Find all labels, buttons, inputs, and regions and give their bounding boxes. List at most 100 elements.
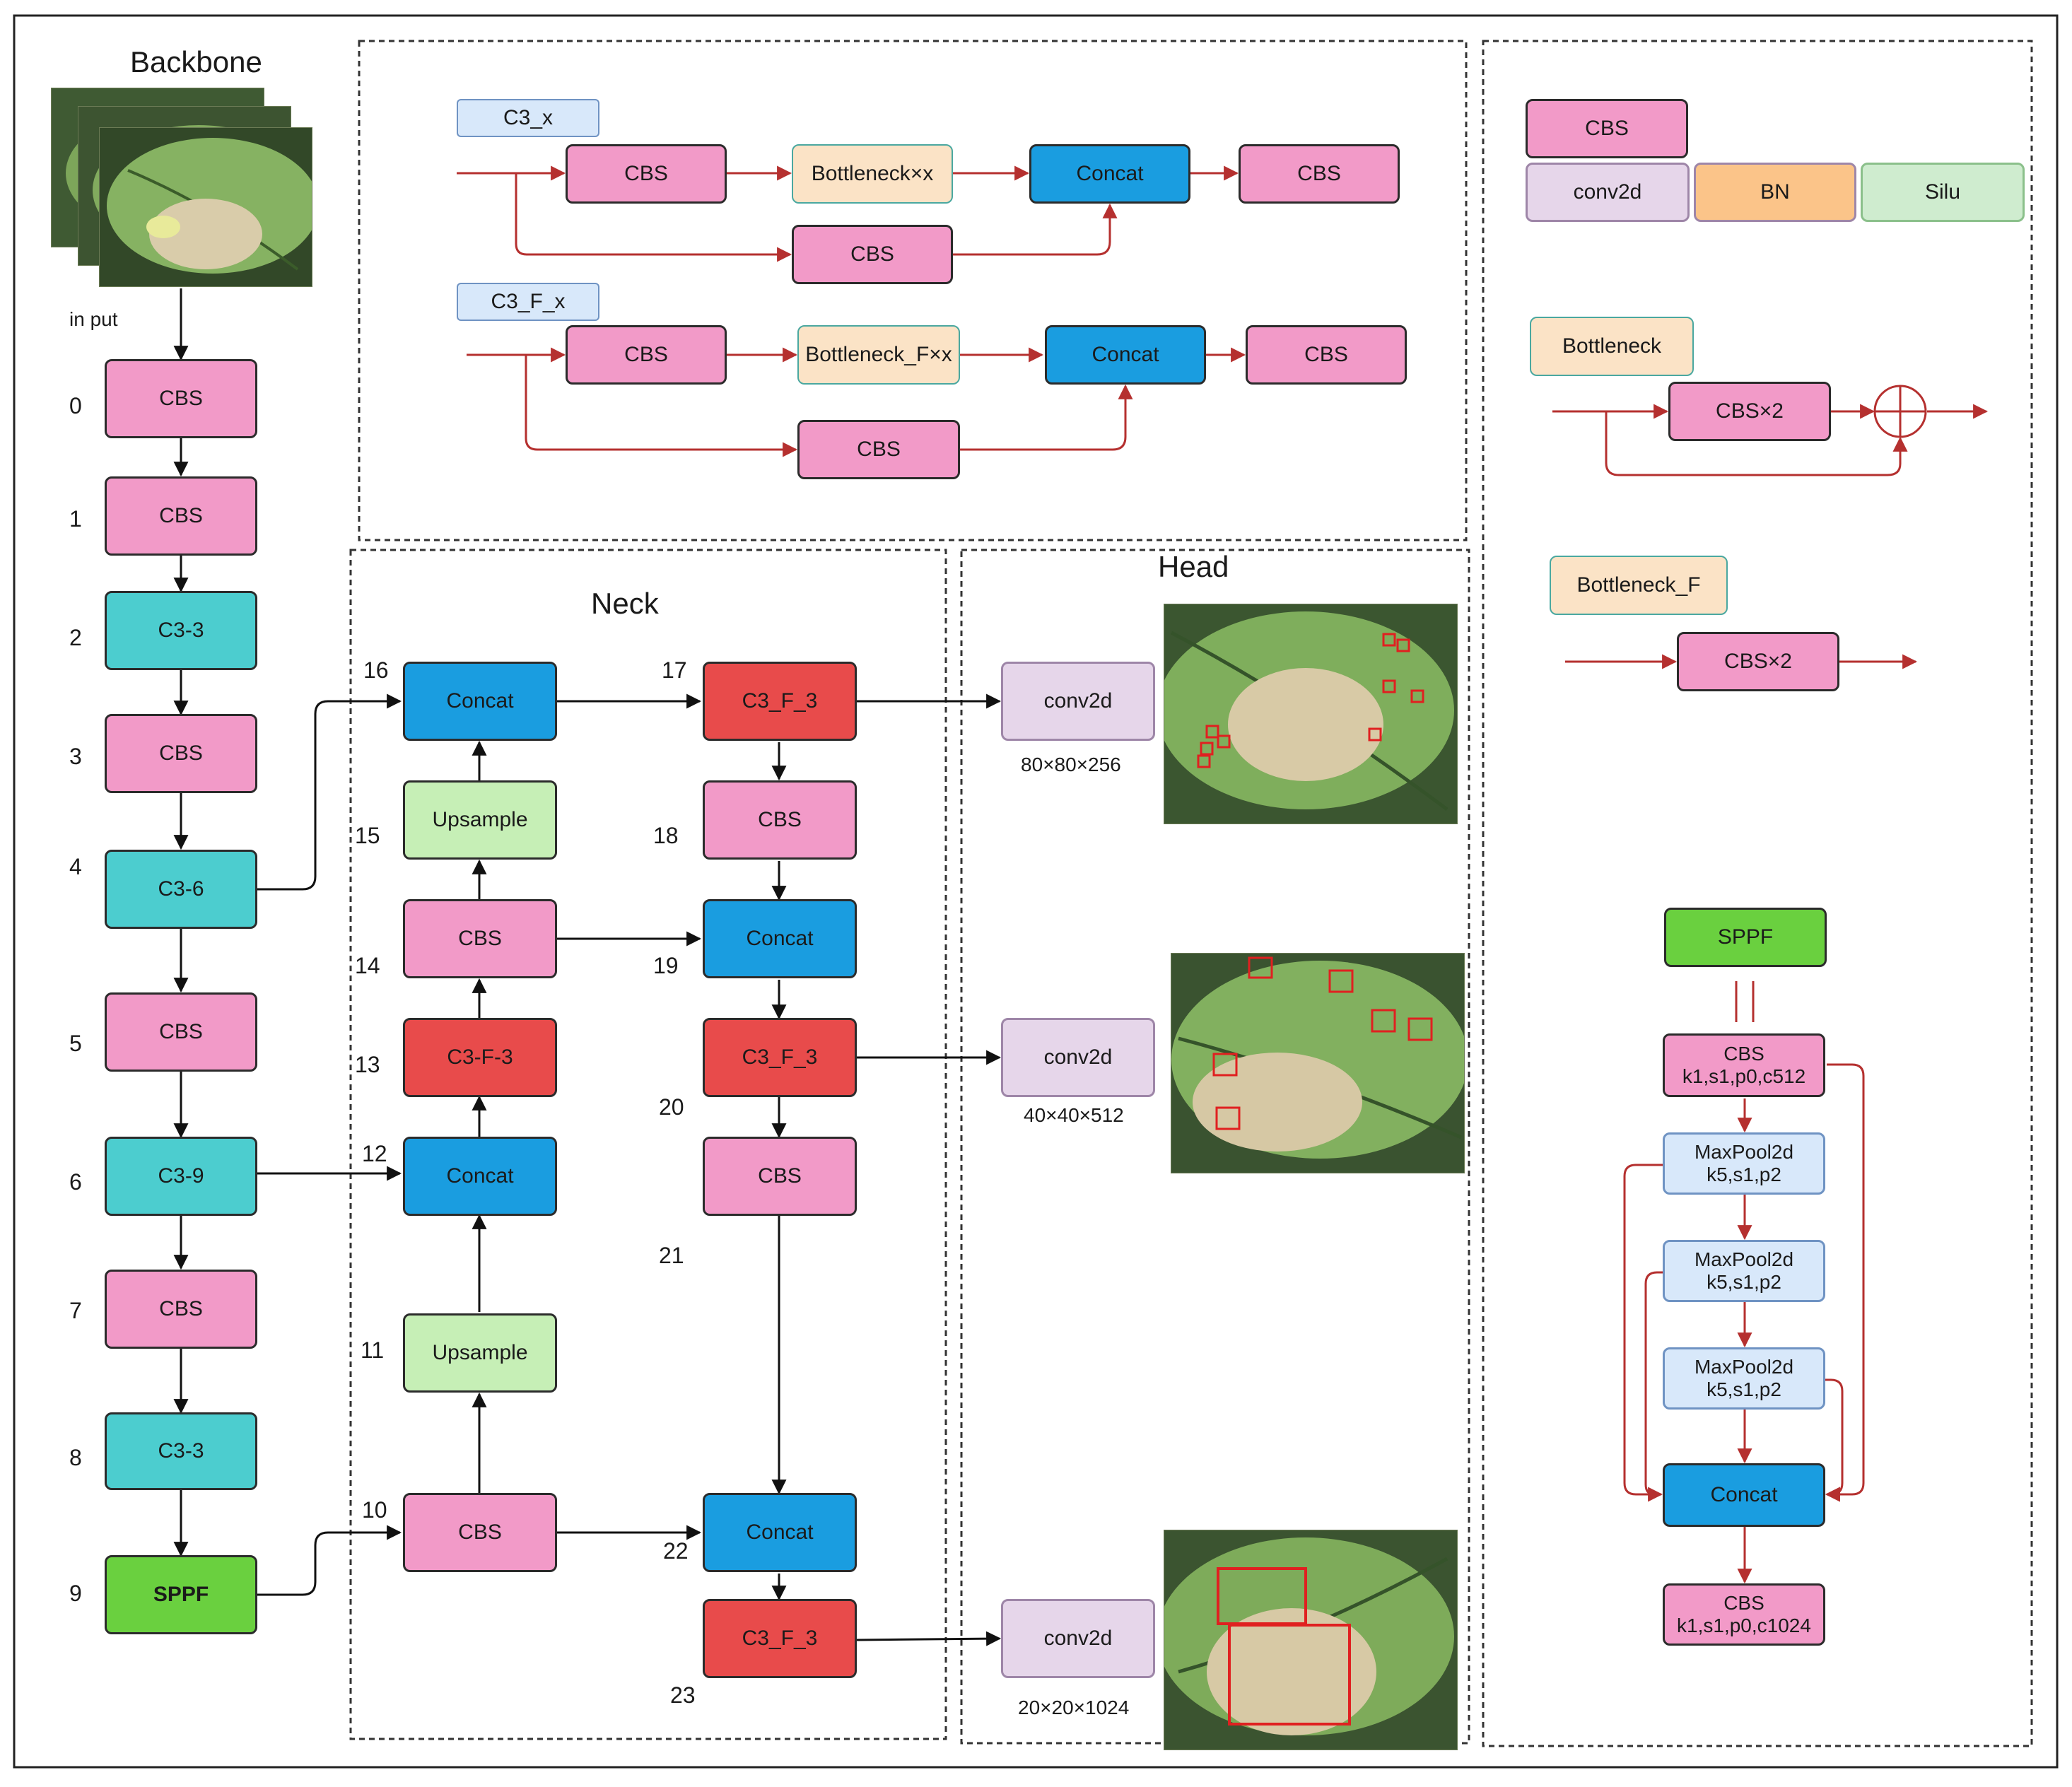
c3x-cbs-out: CBS bbox=[1239, 144, 1400, 204]
c3fx-concat: Concat bbox=[1045, 325, 1206, 385]
head-conv2d-1: conv2d bbox=[1001, 662, 1155, 741]
neck-index-22: 22 bbox=[663, 1538, 689, 1564]
backbone-index-2: 2 bbox=[69, 625, 82, 650]
backbone-index-6: 6 bbox=[69, 1169, 82, 1195]
backbone-neck-links bbox=[257, 693, 402, 1596]
sppf-title-block: SPPF bbox=[1664, 908, 1827, 967]
bottleneck-arrows bbox=[1552, 404, 1989, 669]
c3-panel-frame bbox=[358, 40, 1468, 541]
c3x-concat: Concat bbox=[1029, 144, 1190, 204]
neck-index-13: 13 bbox=[355, 1052, 380, 1077]
sppf-maxpool-3: MaxPool2d k5,s1,p2 bbox=[1663, 1347, 1825, 1410]
c3x-tag: C3_x bbox=[457, 99, 599, 137]
neck-block-18: CBS bbox=[703, 780, 857, 860]
neck-block-11: Upsample bbox=[403, 1313, 557, 1393]
backbone-index-4: 4 bbox=[69, 854, 82, 879]
head-title: Head bbox=[1158, 550, 1229, 583]
legend-bottleneck-f-cbs: CBS×2 bbox=[1677, 632, 1839, 691]
head-size-3: 20×20×1024 bbox=[1018, 1697, 1130, 1718]
backbone-block-1: CBS bbox=[105, 476, 257, 556]
backbone-block-9: SPPF bbox=[105, 1555, 257, 1634]
neck-panel-frame bbox=[349, 549, 947, 1740]
outer-frame bbox=[13, 14, 2059, 1769]
neck-index-20: 20 bbox=[659, 1094, 684, 1120]
neck-index-19: 19 bbox=[653, 953, 679, 978]
head-size-2: 40×40×512 bbox=[1024, 1104, 1124, 1126]
neck-index-23: 23 bbox=[670, 1682, 696, 1708]
neck-block-21: CBS bbox=[703, 1137, 857, 1216]
sppf-maxpool-1: MaxPool2d k5,s1,p2 bbox=[1663, 1132, 1825, 1195]
head-size-1: 80×80×256 bbox=[1021, 754, 1121, 775]
backbone-title: Backbone bbox=[130, 45, 262, 78]
neck-index-15: 15 bbox=[355, 823, 380, 848]
legend-conv2d: conv2d bbox=[1526, 163, 1690, 222]
backbone-block-0: CBS bbox=[105, 359, 257, 438]
backbone-block-8: C3-3 bbox=[105, 1412, 257, 1490]
head-conv2d-2: conv2d bbox=[1001, 1018, 1155, 1097]
c3fx-tag: C3_F_x bbox=[457, 283, 599, 321]
neck-block-22: Concat bbox=[703, 1493, 857, 1572]
neck-block-12: Concat bbox=[403, 1137, 557, 1216]
neck-block-20: C3_F_3 bbox=[703, 1018, 857, 1097]
detection-image-small bbox=[1164, 1530, 1458, 1750]
c3x-cbs-in: CBS bbox=[566, 144, 727, 204]
neck-index-14: 14 bbox=[355, 953, 380, 978]
sppf-maxpool-2: MaxPool2d k5,s1,p2 bbox=[1663, 1240, 1825, 1302]
legend-silu: Silu bbox=[1861, 163, 2025, 222]
neck-title: Neck bbox=[591, 587, 659, 620]
backbone-index-8: 8 bbox=[69, 1445, 82, 1470]
c3fx-cbs-out: CBS bbox=[1246, 325, 1407, 385]
neck-index-10: 10 bbox=[362, 1497, 387, 1523]
neck-index-12: 12 bbox=[362, 1141, 387, 1166]
sppf-cbs-1: CBS k1,s1,p0,c512 bbox=[1663, 1033, 1825, 1097]
legend-panel-frame bbox=[1482, 40, 2033, 1747]
head-conv2d-3: conv2d bbox=[1001, 1599, 1155, 1678]
backbone-index-1: 1 bbox=[69, 506, 82, 532]
c3x-bottleneck: Bottleneck×x bbox=[792, 144, 953, 204]
neck-block-15: Upsample bbox=[403, 780, 557, 860]
neck-block-13: C3-F-3 bbox=[403, 1018, 557, 1097]
c3fx-arrows bbox=[467, 347, 1246, 457]
c3fx-cbs-in: CBS bbox=[566, 325, 727, 385]
c3x-cbs-branch: CBS bbox=[792, 225, 953, 284]
neck-block-23: C3_F_3 bbox=[703, 1599, 857, 1678]
input-label: in put bbox=[69, 308, 118, 330]
legend-bottleneck-tag: Bottleneck bbox=[1530, 317, 1694, 376]
backbone-index-0: 0 bbox=[69, 393, 82, 418]
add-icon bbox=[1873, 385, 1927, 438]
c3x-arrows bbox=[457, 165, 1239, 262]
detection-image-medium bbox=[1171, 953, 1465, 1173]
backbone-block-5: CBS bbox=[105, 992, 257, 1072]
backbone-block-2: C3-3 bbox=[105, 591, 257, 670]
backbone-block-3: CBS bbox=[105, 714, 257, 793]
backbone-index-9: 9 bbox=[69, 1581, 82, 1606]
neck-index-21: 21 bbox=[659, 1243, 684, 1268]
neck-index-16: 16 bbox=[363, 657, 389, 683]
neck-block-19: Concat bbox=[703, 899, 857, 978]
neck-index-18: 18 bbox=[653, 823, 679, 848]
neck-block-17: C3_F_3 bbox=[703, 662, 857, 741]
backbone-block-6: C3-9 bbox=[105, 1137, 257, 1216]
backbone-index-7: 7 bbox=[69, 1298, 82, 1323]
backbone-block-4: C3-6 bbox=[105, 850, 257, 929]
neck-block-10: CBS bbox=[403, 1493, 557, 1572]
detection-image-large bbox=[1164, 604, 1458, 824]
legend-cbs: CBS bbox=[1526, 99, 1688, 158]
input-image-front bbox=[99, 127, 312, 287]
sppf-arrows bbox=[1623, 981, 1865, 1584]
sppf-concat: Concat bbox=[1663, 1463, 1825, 1527]
c3fx-cbs-branch: CBS bbox=[797, 420, 960, 479]
backbone-index-3: 3 bbox=[69, 744, 82, 769]
c3fx-bottleneck: Bottleneck_F×x bbox=[797, 325, 960, 385]
legend-bn: BN bbox=[1694, 163, 1856, 222]
backbone-block-7: CBS bbox=[105, 1270, 257, 1349]
neck-arrows bbox=[472, 693, 1002, 1646]
neck-index-17: 17 bbox=[662, 657, 687, 683]
neck-block-16: Concat bbox=[403, 662, 557, 741]
sppf-cbs-2: CBS k1,s1,p0,c1024 bbox=[1663, 1583, 1825, 1646]
backbone-index-5: 5 bbox=[69, 1031, 82, 1056]
legend-bottleneck-cbs: CBS×2 bbox=[1668, 382, 1831, 441]
neck-index-11: 11 bbox=[361, 1337, 385, 1363]
neck-block-14: CBS bbox=[403, 899, 557, 978]
legend-bottleneck-f-tag: Bottleneck_F bbox=[1550, 556, 1728, 615]
